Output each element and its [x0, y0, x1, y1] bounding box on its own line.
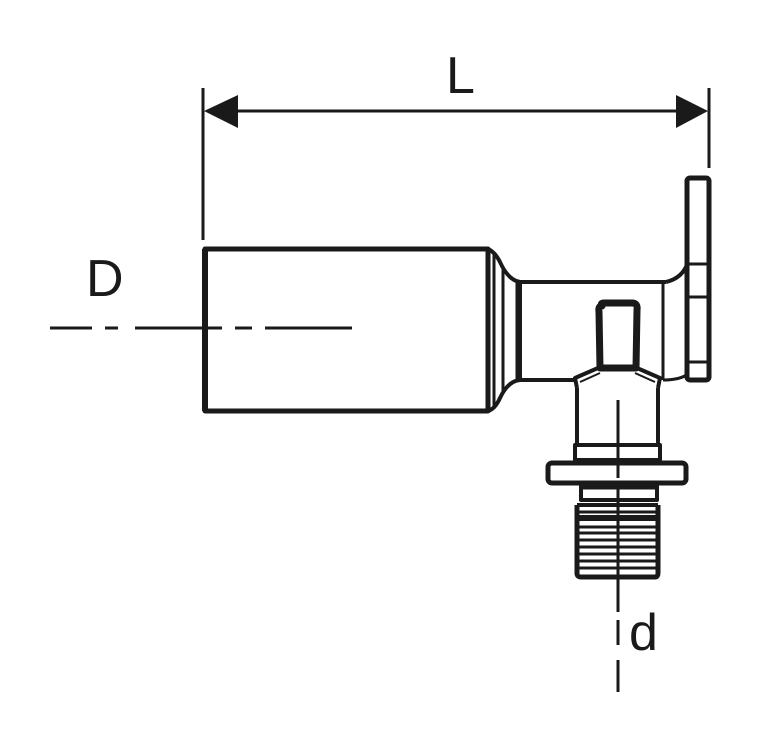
label-d: d [629, 604, 658, 662]
main-body [202, 246, 522, 414]
label-L: L [446, 47, 475, 105]
elbow-housing [520, 180, 690, 382]
inner-port [573, 299, 662, 389]
length-dimension [201, 88, 711, 240]
wall-plate [684, 175, 712, 383]
label-D: D [86, 250, 124, 308]
